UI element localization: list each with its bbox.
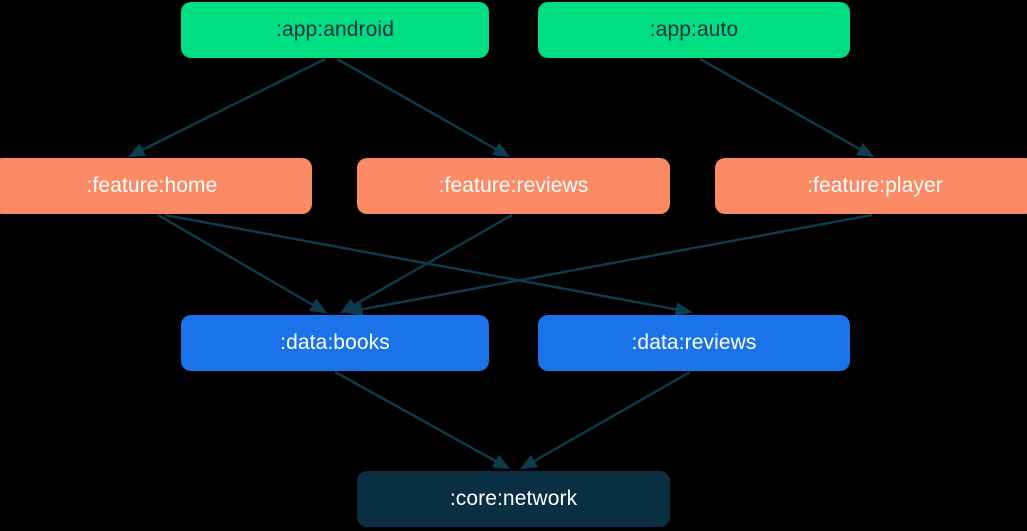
edge-feature-player-to-data-books (345, 213, 873, 317)
edge-app-auto-to-feature-player (699, 57, 875, 158)
node-core-network[interactable]: :core:network (357, 471, 670, 527)
node-label: :core:network (449, 487, 578, 510)
node-data-reviews[interactable]: :data:reviews (538, 315, 850, 371)
node-label: :app:auto (649, 18, 739, 41)
node-app-auto[interactable]: :app:auto (538, 2, 850, 58)
node-label: :feature:reviews (438, 174, 589, 197)
node-app-android[interactable]: :app:android (181, 2, 489, 58)
edge-feature-reviews-to-data-books (339, 213, 513, 314)
edge-app-android-to-feature-home (127, 57, 326, 158)
node-label: :feature:player (807, 174, 943, 197)
edge-data-reviews-to-core-network (519, 370, 691, 470)
node-feature-home[interactable]: :feature:home (0, 158, 312, 214)
node-label: :app:android (276, 18, 394, 41)
edge-app-android-to-feature-reviews (336, 57, 511, 158)
edge-data-books-to-core-network (334, 370, 511, 470)
node-feature-player[interactable]: :feature:player (715, 158, 1027, 214)
node-feature-reviews[interactable]: :feature:reviews (357, 158, 670, 214)
edge-feature-home-to-data-books (157, 213, 328, 314)
node-label: :data:books (280, 331, 390, 354)
edge-feature-home-to-data-reviews (164, 213, 693, 317)
node-data-books[interactable]: :data:books (181, 315, 489, 371)
node-label: :feature:home (86, 174, 218, 197)
node-label: :data:reviews (631, 331, 757, 354)
